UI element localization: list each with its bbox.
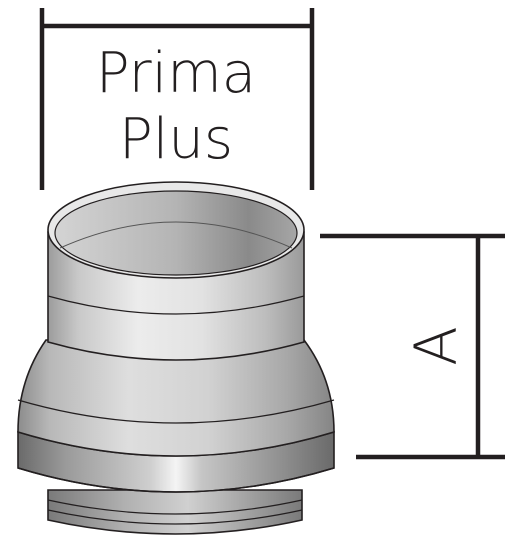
spigot-bottom	[47, 489, 303, 535]
brand-bracket	[39, 8, 315, 190]
brand-line-1: Prima	[96, 41, 256, 106]
adapter-fitting	[17, 181, 335, 535]
brand-line-2: Plus	[119, 107, 233, 172]
dimension-a	[320, 233, 505, 460]
dimension-label-a: A	[402, 326, 470, 366]
top-opening-inner	[54, 190, 298, 276]
